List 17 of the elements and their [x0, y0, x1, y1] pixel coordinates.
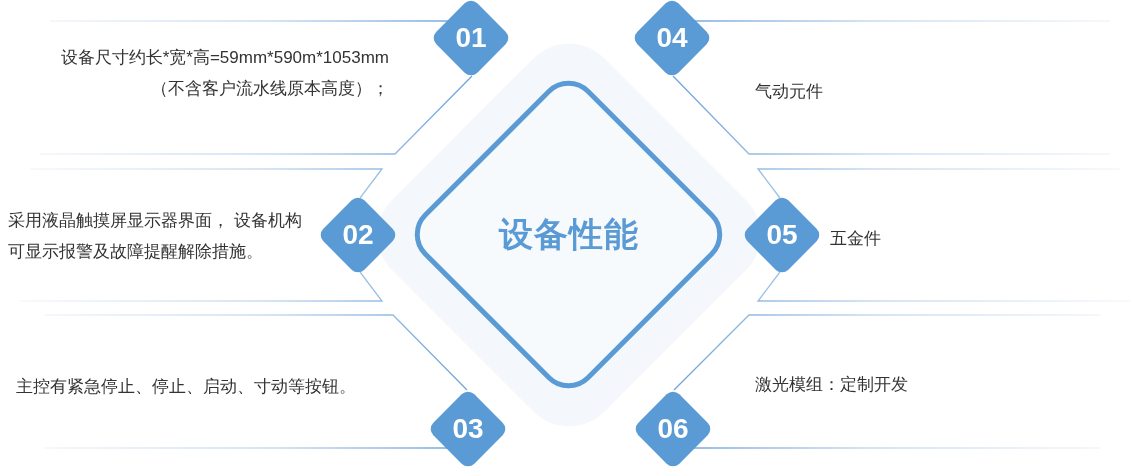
description-text: 激光模组：定制开发: [755, 374, 909, 396]
number-diamond: [634, 0, 710, 76]
number-label: 02: [342, 219, 374, 251]
title-text: 设备性能: [499, 214, 639, 255]
number-label: 05: [766, 219, 798, 251]
description-text: 主控有紧急停止、停止、启动、寸动等按钮。: [16, 376, 357, 398]
description-text: 采用液晶触摸屏显示器界面， 设备机构可显示报警及故障提醒解除措施。: [8, 210, 303, 263]
number-label: 04: [656, 22, 688, 54]
number-diamond: [635, 391, 711, 467]
description-text: 设备尺寸约长*宽*高=59mm*590m*1053mm（不含客户流水线原本高度）；: [59, 47, 389, 100]
description-text: 五金件: [830, 228, 882, 250]
number-diamond: [433, 0, 509, 76]
description-text: 气动元件: [755, 81, 824, 103]
number-label: 06: [657, 413, 689, 445]
number-label: 03: [452, 413, 484, 445]
number-diamond: [430, 391, 506, 467]
number-label: 01: [455, 22, 487, 54]
